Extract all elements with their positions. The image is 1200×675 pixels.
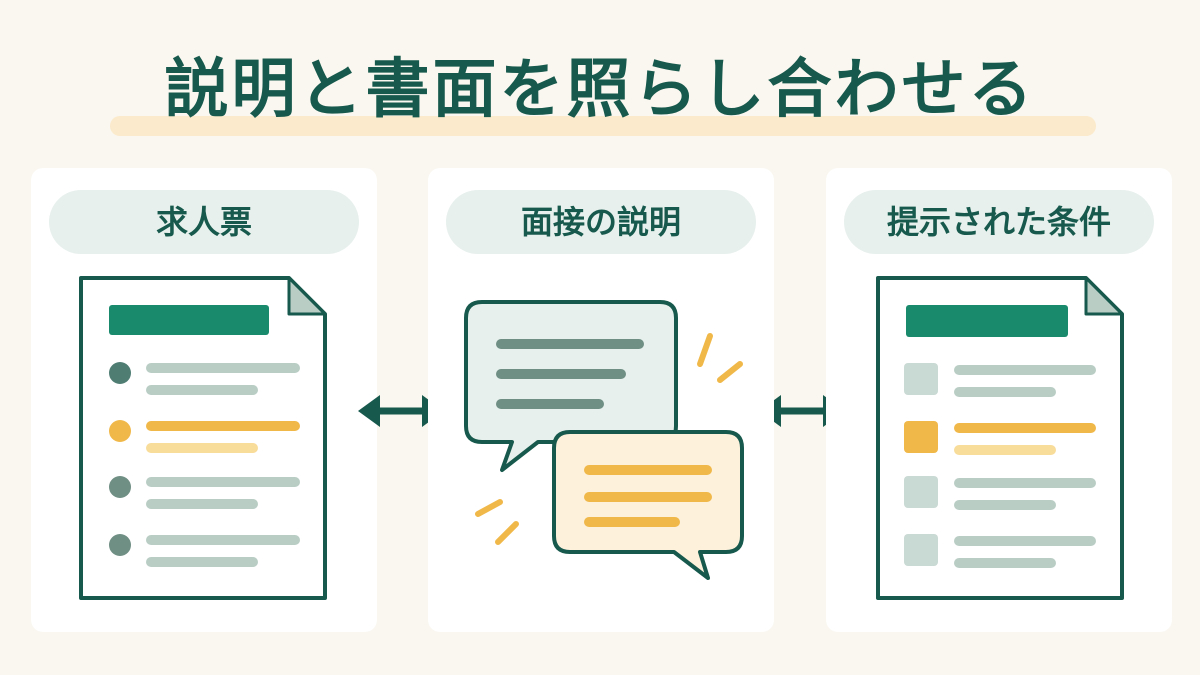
highlight-square [904,421,938,453]
speech-line [584,517,680,527]
panel-job-listing: 求人票 [31,168,377,632]
document-fold [287,276,327,316]
text-line [954,387,1056,397]
highlight-line [146,421,300,431]
text-line [954,558,1056,568]
text-line [146,557,258,567]
speech-line [584,465,712,475]
emphasis-mark [697,333,713,367]
document-icon [876,276,1124,600]
document-outline [79,276,327,600]
highlight-dot [109,420,131,442]
text-line [954,500,1056,510]
panel-label-interview-explanation: 面接の説明 [446,190,756,254]
speech-bubble-front [552,430,744,580]
highlight-line [146,443,258,453]
emphasis-mark [495,521,519,545]
panel-interview-explanation: 面接の説明 [428,168,774,632]
panel-presented-conditions: 提示された条件 [826,168,1172,632]
document-outline [876,276,1124,600]
highlight-line [954,445,1056,455]
document-icon [79,276,327,600]
document-header-bar [109,305,269,335]
checkbox-square [904,363,938,395]
panel-label-presented-conditions: 提示された条件 [844,190,1154,254]
text-line [146,499,258,509]
checkbox-square [904,476,938,508]
title-highlight [110,116,1096,136]
bullet-dot [109,362,131,384]
speech-line [584,492,712,502]
text-line [146,363,300,373]
speech-line [496,399,604,409]
bullet-dot [109,476,131,498]
checkbox-square [904,534,938,566]
document-fold [1084,276,1124,316]
page-title: 説明と書面を照らし合わせる [164,53,1036,127]
text-line [146,535,300,545]
speech-line [496,369,626,379]
text-line [954,365,1096,375]
document-header-bar [906,305,1068,337]
speech-bubble-icon [464,300,744,580]
title-area: 説明と書面を照らし合わせる [0,44,1200,144]
text-line [146,385,258,395]
panel-label-job-listing: 求人票 [49,190,359,254]
emphasis-mark [475,499,503,517]
emphasis-mark [717,361,743,383]
highlight-line [954,423,1096,433]
text-line [146,477,300,487]
speech-line [496,339,644,349]
bullet-dot [109,534,131,556]
text-line [954,536,1096,546]
text-line [954,478,1096,488]
